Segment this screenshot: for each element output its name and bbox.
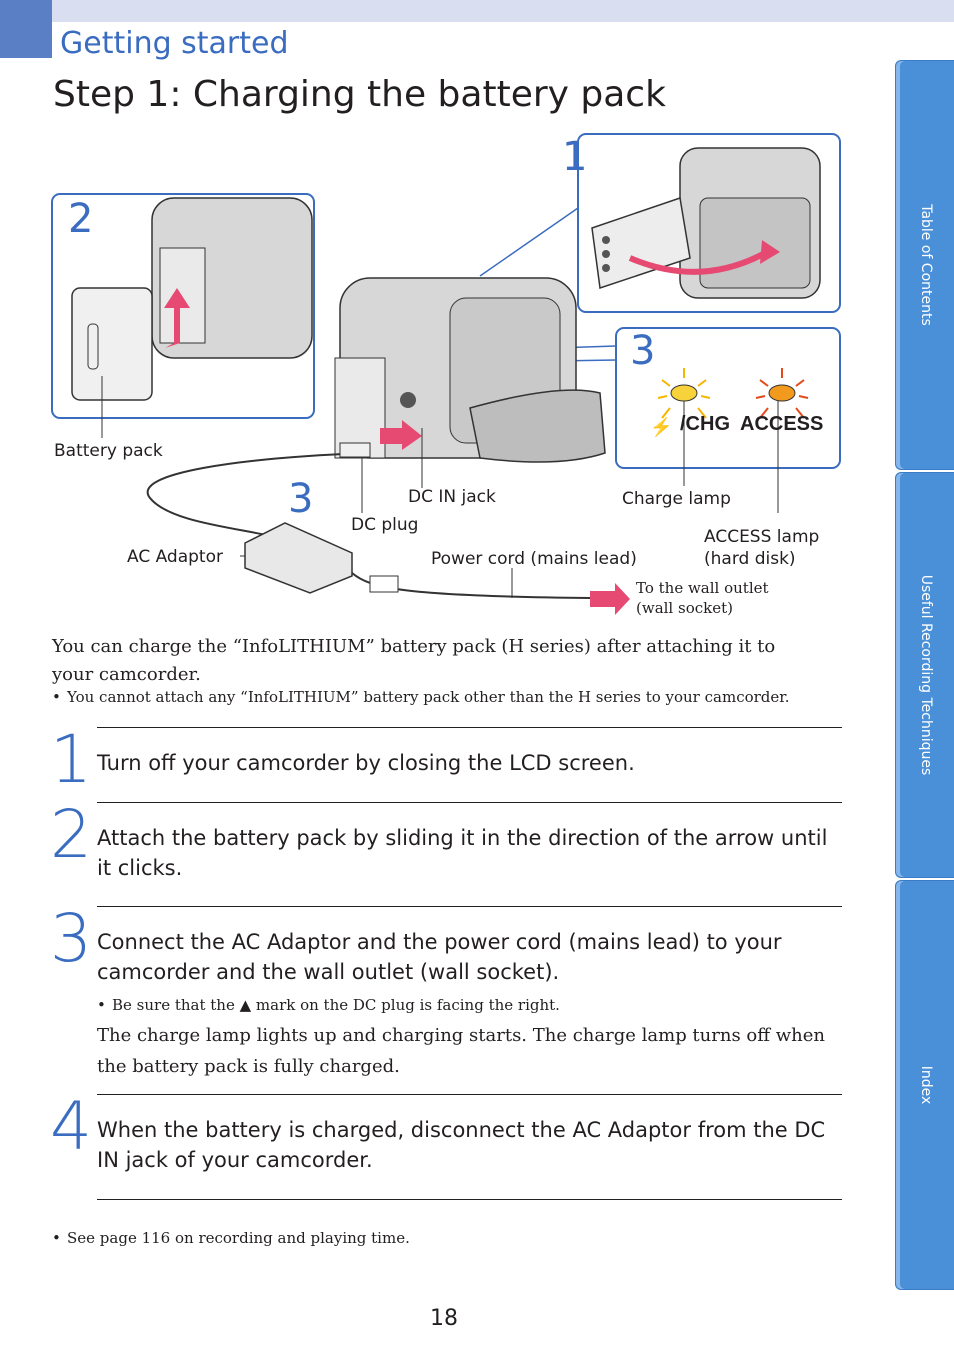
- step-3-note-text: Be sure that the ▲ mark on the DC plug i…: [112, 996, 560, 1014]
- power-cord-label: Power cord (mains lead): [431, 549, 637, 569]
- divider: [97, 727, 842, 728]
- tab-table-of-contents[interactable]: Table of Contents: [895, 60, 954, 470]
- bullet: •: [97, 996, 106, 1014]
- divider: [97, 802, 842, 803]
- access-lamp-label: ACCESS lamp (hard disk): [704, 527, 820, 569]
- panel-2-number: 2: [68, 196, 94, 242]
- tab-index[interactable]: Index: [895, 880, 954, 1290]
- panel-3-number: 3: [630, 328, 656, 374]
- panel-1-frame: [577, 133, 841, 313]
- page-number: 18: [430, 1306, 458, 1331]
- intro-note: • You cannot attach any “InfoLITHIUM” bat…: [52, 688, 790, 706]
- ac-adaptor-label: AC Adaptor: [127, 547, 223, 567]
- intro-note-text: You cannot attach any “InfoLITHIUM” batt…: [67, 688, 790, 706]
- panel-1-number: 1: [562, 134, 588, 180]
- dc-in-jack-label: DC IN jack: [408, 487, 496, 507]
- panel-3-frame: [615, 327, 841, 469]
- panel-2-frame: [51, 193, 315, 419]
- step-3-text: Connect the AC Adaptor and the power cor…: [97, 930, 782, 984]
- ac-adaptor: [244, 522, 353, 594]
- chg-mark: /CHG: [680, 413, 730, 435]
- step-3-body: The charge lamp lights up and charging s…: [97, 1025, 826, 1077]
- bullet: •: [52, 1229, 61, 1247]
- divider: [97, 1094, 842, 1095]
- charge-lamp-label: Charge lamp: [622, 489, 731, 509]
- battery-pack: [71, 287, 153, 401]
- camcorder-drawing: ⚡: [51, 133, 841, 615]
- intro-text: You can charge the “InfoLITHIUM” battery…: [52, 636, 776, 685]
- svg-text:⚡: ⚡: [650, 416, 672, 438]
- step-3-number: 3: [50, 900, 92, 977]
- charging-illustration: ⚡ 1 2 3 3 /CHG ACCESS Battery pack DC IN…: [40, 128, 850, 628]
- divider: [97, 906, 842, 907]
- step-2-number: 2: [50, 796, 92, 873]
- step-4-number: 4: [50, 1088, 92, 1165]
- tab-label: Index: [917, 1065, 934, 1105]
- header-square: [0, 0, 52, 58]
- step-1-text: Turn off your camcorder by closing the L…: [97, 751, 635, 775]
- access-mark: ACCESS: [740, 413, 824, 435]
- footer-note-text: See page 116 on recording and playing ti…: [67, 1229, 410, 1247]
- step-3-number: 3: [288, 476, 314, 522]
- wall-outlet-label: To the wall outlet (wall socket): [636, 579, 769, 617]
- tab-label: Useful Recording Techniques: [917, 574, 934, 776]
- divider: [97, 1199, 842, 1200]
- battery-pack-label: Battery pack: [54, 441, 163, 461]
- page-title: Step 1: Charging the battery pack: [53, 74, 666, 115]
- step-3-note: • Be sure that the ▲ mark on the DC plug …: [97, 996, 560, 1014]
- step-4-text: When the battery is charged, disconnect …: [97, 1118, 826, 1172]
- section-title: Getting started: [60, 26, 289, 61]
- step-2-text: Attach the battery pack by sliding it in…: [97, 826, 828, 880]
- tab-useful-recording-techniques[interactable]: Useful Recording Techniques: [895, 472, 954, 878]
- footer-note: • See page 116 on recording and playing t…: [52, 1229, 410, 1247]
- step-1-number: 1: [50, 721, 92, 798]
- bullet: •: [52, 688, 61, 706]
- tab-label: Table of Contents: [917, 204, 934, 326]
- dc-plug-label: DC plug: [351, 515, 419, 535]
- header-bar: [52, 0, 954, 22]
